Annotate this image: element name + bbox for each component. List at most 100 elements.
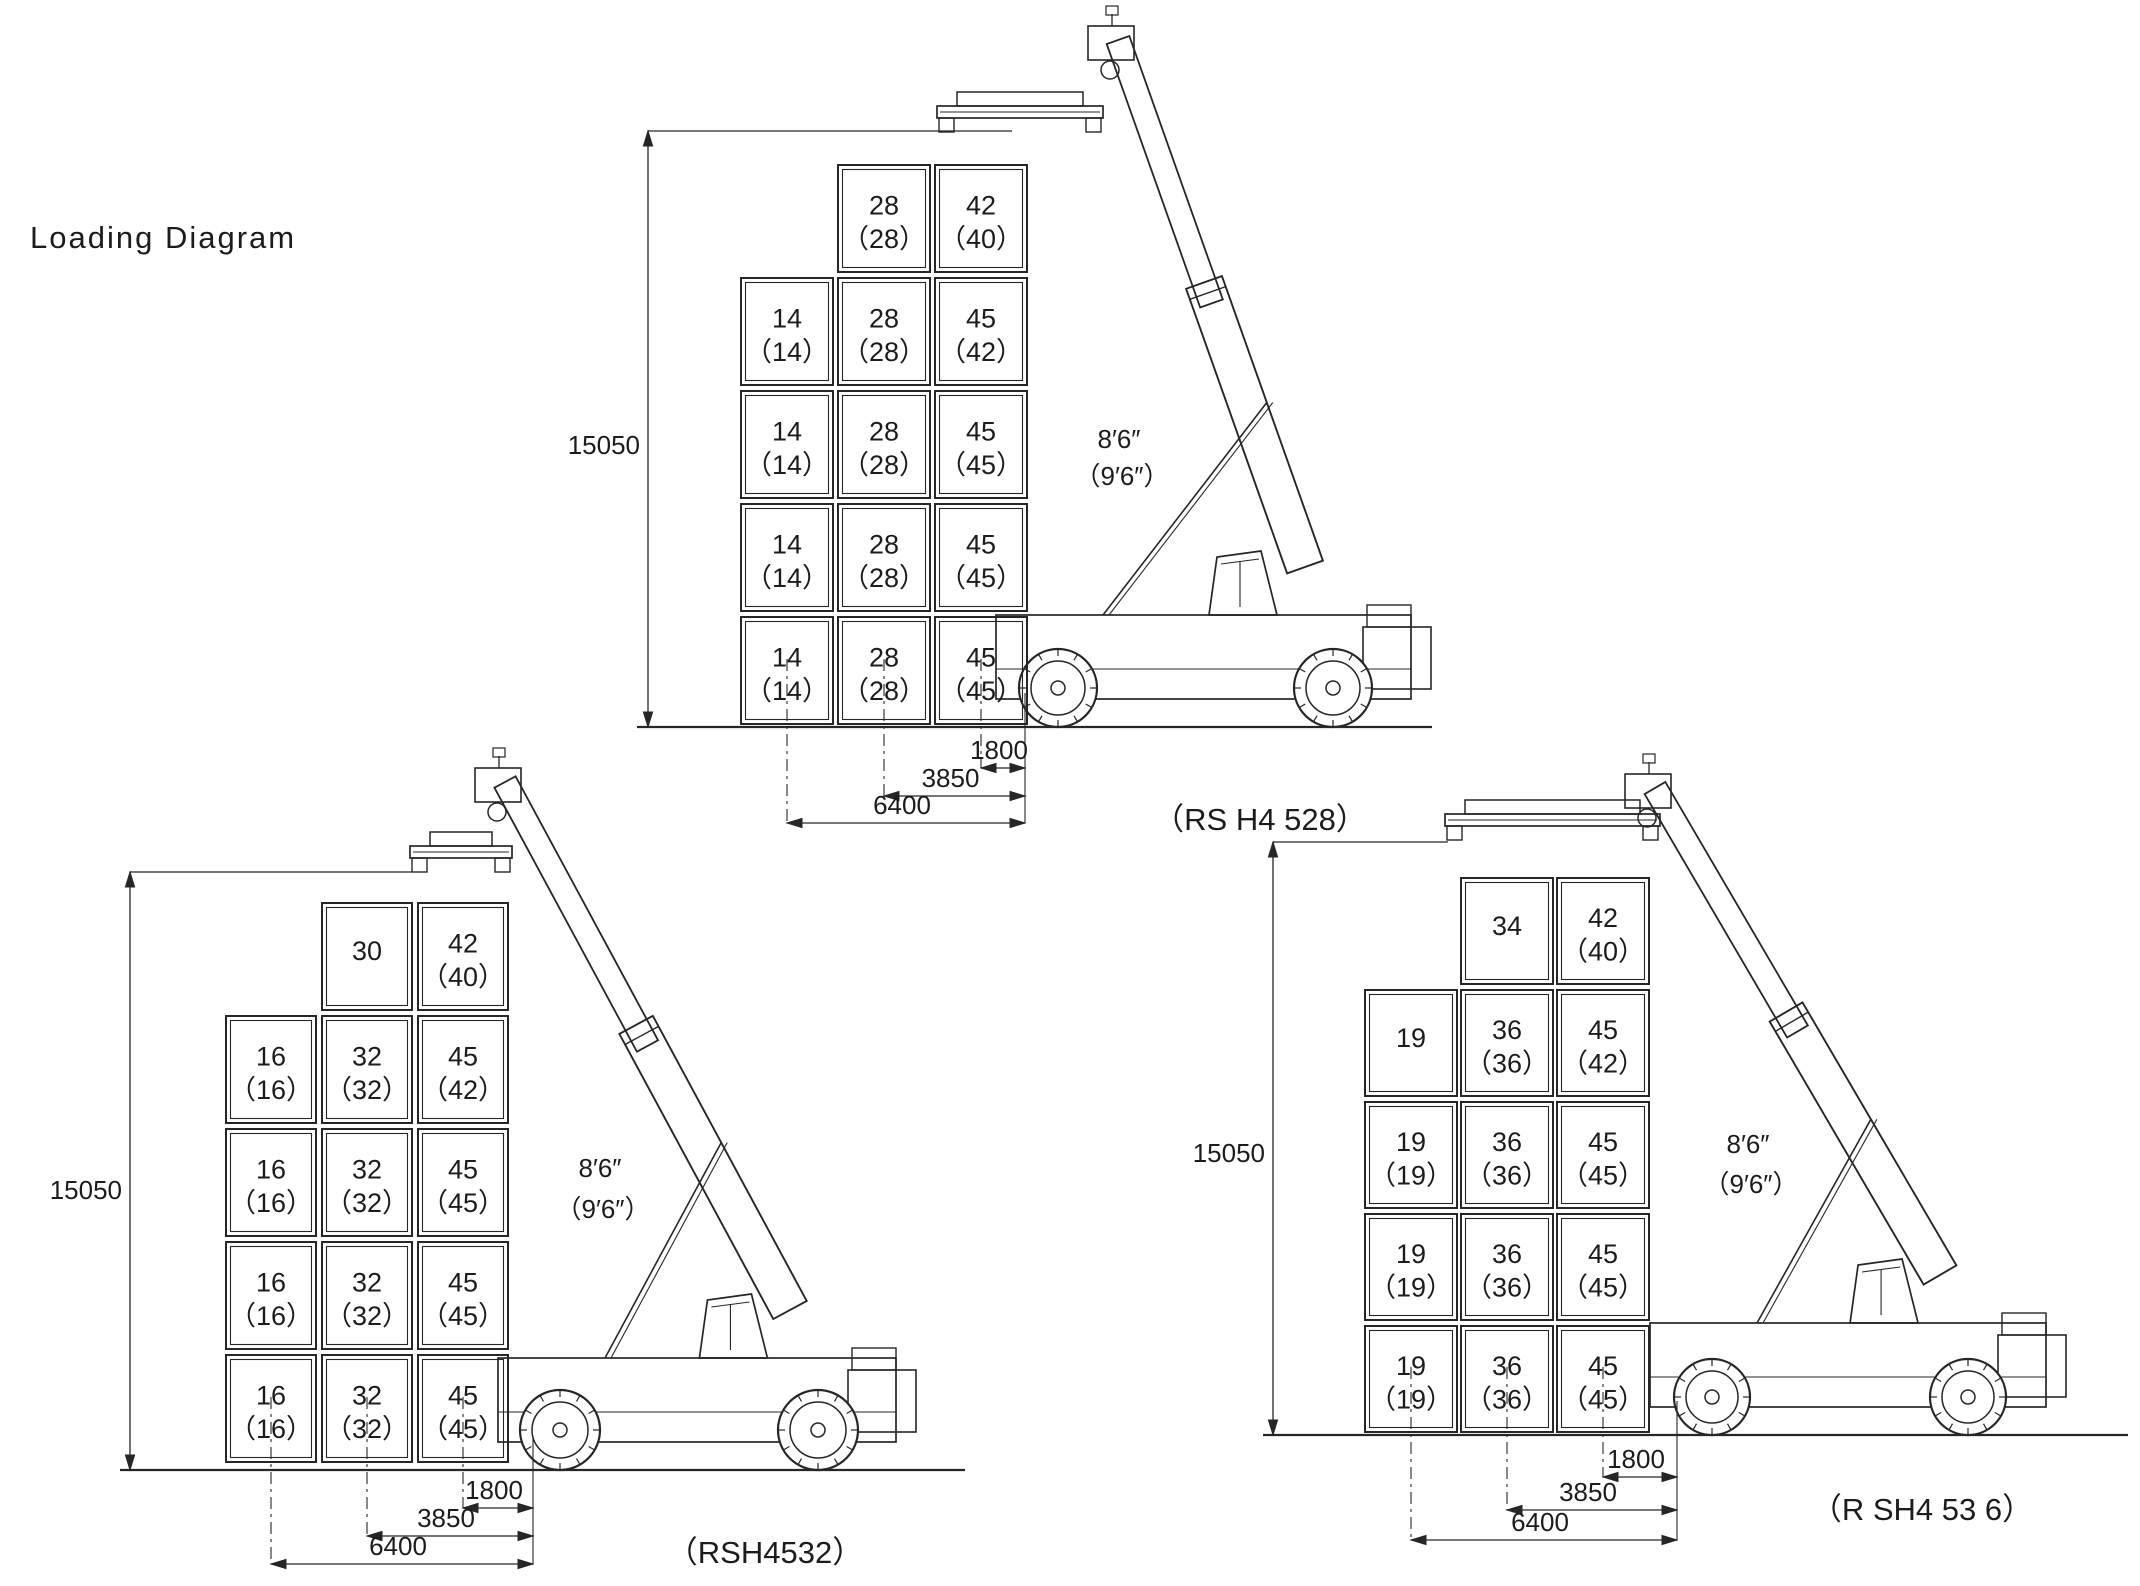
container-inner <box>938 507 1024 608</box>
container-inner <box>1368 1105 1454 1205</box>
wheel-tread-tick <box>1678 1377 1686 1383</box>
wheel-rim <box>1030 660 1086 716</box>
container-payload-value: 28 <box>869 416 899 446</box>
container-cell: 36（36） <box>1460 1213 1554 1321</box>
container-payload-alt-value: （16） <box>229 1188 313 1218</box>
spreader-twistlock <box>938 117 955 133</box>
reach-dim-arrow <box>365 1530 383 1542</box>
box-height-alt-label: （9′6″） <box>1075 461 1170 491</box>
container-cell: 19 （19） <box>1364 1101 1458 1209</box>
container-cell: 36（36） <box>1460 989 1554 1097</box>
container-cell: 32（32） <box>321 1015 413 1124</box>
container-payload-value: 28 <box>869 529 899 559</box>
container-payload-value: 45 <box>448 1267 478 1297</box>
container-outer <box>417 902 509 1011</box>
reach-dim-label: 6400 <box>369 1531 427 1561</box>
counterweight <box>1997 1334 2067 1398</box>
container-inner <box>1560 881 1646 981</box>
container-outer <box>417 1015 509 1124</box>
reach-dim-arrow <box>1009 790 1027 802</box>
container-outer <box>837 164 931 273</box>
container-payload-value: 45 <box>448 1041 478 1071</box>
height-dim-arrow <box>1267 840 1279 858</box>
container-outer <box>417 1354 509 1463</box>
container-inner <box>229 1132 313 1233</box>
counterweight <box>1362 626 1432 690</box>
container-cell: 14 （14） <box>740 390 834 499</box>
box-height-alt-label: （9′6″） <box>556 1194 651 1224</box>
counterweight-top <box>851 1347 897 1371</box>
wheel-hub <box>1704 1389 1720 1405</box>
container-payload-alt-value: （36） <box>1465 1049 1549 1079</box>
truck-body <box>497 1357 897 1443</box>
wheel-hub <box>1050 680 1066 696</box>
reach-dim-arrow <box>1661 1471 1679 1483</box>
wheel-tread-tick <box>1738 1411 1746 1417</box>
boom-inner-section <box>1643 780 1810 1039</box>
wheel-tread-tick <box>846 1409 853 1415</box>
boom-head-cap <box>1105 5 1119 16</box>
container-inner <box>421 1132 505 1233</box>
operator-cab <box>1208 550 1279 616</box>
container-cell: 42（40） <box>1556 877 1650 985</box>
container-cell: 45（45） <box>417 1128 509 1237</box>
container-outer <box>321 1241 413 1350</box>
container-payload-value: 19 <box>1396 1127 1426 1157</box>
container-outer <box>321 1128 413 1237</box>
container-payload-value: 32 <box>352 1267 382 1297</box>
wheel-rim <box>1941 1370 1995 1424</box>
container-outer <box>1364 1213 1458 1321</box>
boom-head-sheave <box>1637 808 1657 828</box>
wheel-tread-tick <box>1726 1423 1732 1431</box>
container-payload-alt-value: （19） <box>1369 1161 1453 1191</box>
container-payload-alt-value: （42） <box>421 1075 505 1105</box>
boom-outer-section <box>1768 1001 1958 1286</box>
wheel-tread-tick <box>1037 653 1043 661</box>
container-payload-alt-value: （14） <box>745 337 829 367</box>
reach-dim-arrow <box>1661 1504 1679 1516</box>
container-inner <box>1464 881 1550 981</box>
wheel-tread-tick <box>833 1458 839 1465</box>
container-cell: 14（14） <box>740 503 834 612</box>
container-inner <box>744 281 830 382</box>
container-payload-value: 14 <box>772 416 802 446</box>
wheel-tread-tick <box>1348 715 1354 723</box>
boom-head <box>1087 25 1135 61</box>
container-payload-value: 45 <box>966 303 996 333</box>
container-payload-alt-value: （45） <box>421 1301 505 1331</box>
container-cell: 28（28） <box>837 164 931 273</box>
container-outer <box>837 503 931 612</box>
boom-inner-section <box>493 775 660 1053</box>
wheel-tread-tick <box>1738 1377 1746 1383</box>
boom-joint-line <box>624 1025 659 1046</box>
container-cell: 42（40） <box>934 164 1028 273</box>
container-payload-value: 45 <box>1588 1015 1618 1045</box>
stack-height-dim-label: 15050 <box>1193 1138 1265 1168</box>
spreader-top-plate <box>956 91 1084 107</box>
wheel-tread-tick <box>1994 1411 2002 1417</box>
container-outer <box>934 616 1028 725</box>
container-cell: 45（45） <box>934 390 1028 499</box>
container-payload-alt-value: （45） <box>939 450 1023 480</box>
reach-dim-arrow <box>1661 1534 1679 1546</box>
boom-head <box>1624 773 1672 809</box>
lift-cylinder <box>610 1142 728 1359</box>
container-outer <box>934 503 1028 612</box>
container-payload-alt-value: （14） <box>745 450 829 480</box>
operator-cab <box>1849 1258 1920 1324</box>
container-outer <box>1460 1101 1554 1209</box>
container-payload-value: 14 <box>772 529 802 559</box>
container-payload-value: 16 <box>256 1041 286 1071</box>
container-inner <box>1560 993 1646 1093</box>
reach-dim-arrow <box>979 762 997 774</box>
lift-cylinder <box>604 1142 722 1359</box>
container-payload-value: 28 <box>869 190 899 220</box>
wheel-tread-tick <box>539 1395 545 1402</box>
container-cell: 28（28） <box>837 503 931 612</box>
container-outer <box>417 1241 509 1350</box>
wheel-tread-tick <box>1994 1377 2002 1383</box>
container-payload-alt-value: （28） <box>842 450 926 480</box>
container-cell: 45（42） <box>934 277 1028 386</box>
container-outer <box>934 277 1028 386</box>
reach-dim-label: 1800 <box>1607 1444 1665 1474</box>
